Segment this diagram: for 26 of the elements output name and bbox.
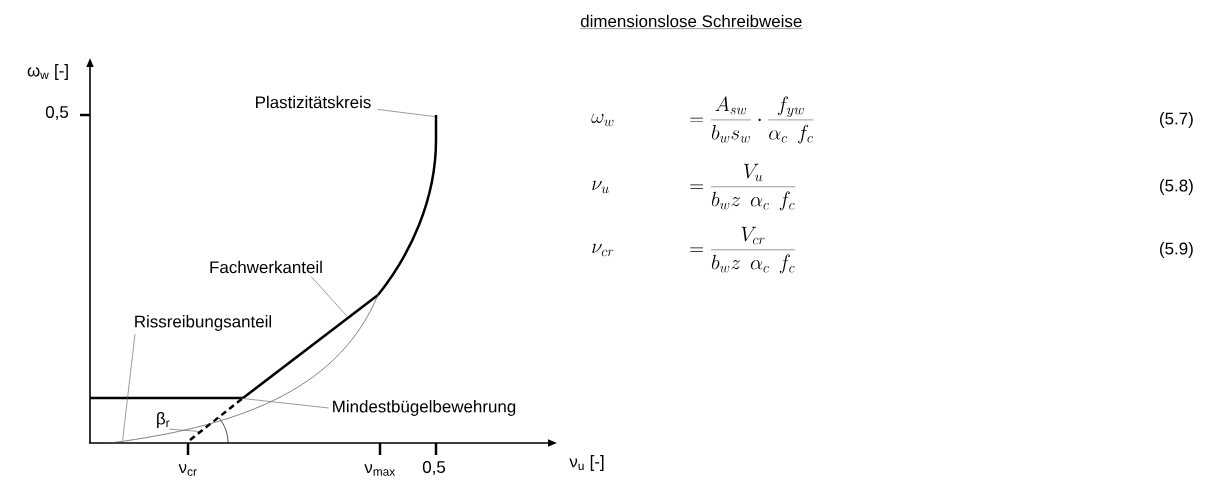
leader-line: [239, 397, 329, 409]
heading: dimensionslose Schreibweise: [580, 14, 803, 29]
formula: $= \frac{A_{sw}}{b_w s_w}\cdot\frac{f_{yw}}{\alpha_c\;\, f_c}$: [690, 96, 814, 144]
leader-line: [310, 276, 348, 317]
leader-line: [169, 428, 200, 432]
equation-number: (5.8): [1160, 179, 1193, 195]
line: [90, 396, 243, 400]
leader-line: [377, 109, 435, 117]
part-label: Mindestbügelbewehrung: [333, 400, 516, 416]
part-label: Plastizitätskreis: [256, 95, 371, 109]
tick-label: 0,5: [422, 461, 446, 475]
formula: $\nu_u$: [592, 180, 609, 194]
axis-label: ω$_{w}$ [-]: [27, 64, 68, 80]
equation-number: (5.7): [1160, 112, 1193, 128]
tick-label: 0,5: [45, 106, 69, 120]
part-label: Fachwerkanteil: [210, 260, 322, 274]
formula: $\omega_w$: [591, 113, 614, 127]
curve: [377, 115, 438, 296]
axis-label: ν$_{u}$ [-]: [569, 455, 604, 471]
leader-line: [122, 333, 136, 441]
tick-label: ν$_{cr}$: [178, 464, 197, 476]
formula: $= \frac{V_u}{b_w z\;\, \alpha_c\;\, f_c}$: [690, 163, 796, 211]
formula: $= \frac{V_{cr}}{b_w z\;\, \alpha_c\;\, f_c}$: [690, 226, 796, 274]
equation-number: (5.9): [1160, 242, 1193, 258]
tick-label: ν$_{max}$: [364, 464, 396, 476]
formula: $\nu_{cr}$: [592, 243, 614, 257]
